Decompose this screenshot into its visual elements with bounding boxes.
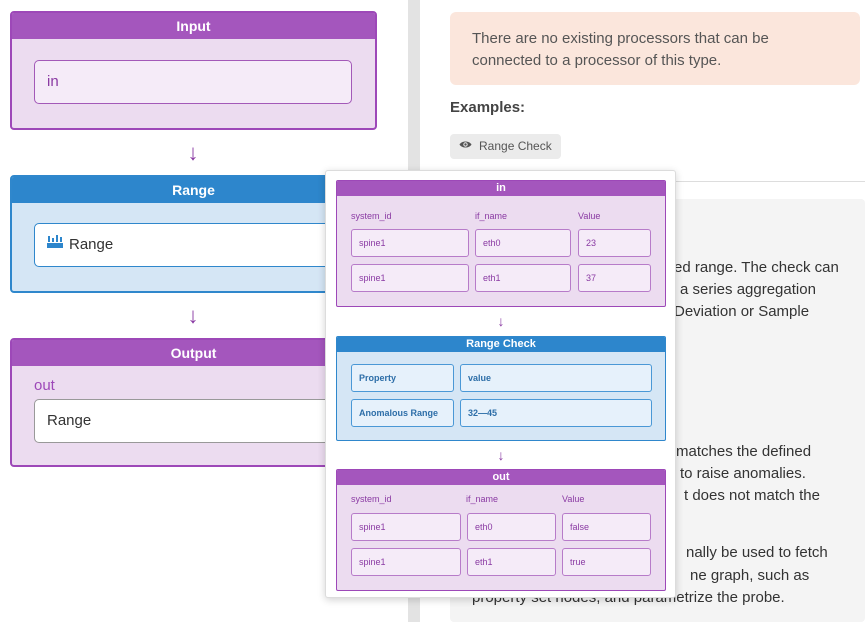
column-header: if_name [475, 211, 508, 221]
column-header: Value [578, 211, 601, 221]
input-stream-field[interactable]: in [34, 60, 352, 104]
preview-out-table: out system_id if_name Value spine1 eth0 … [336, 469, 666, 591]
column-header: Value [562, 494, 585, 504]
preview-in-title: in [337, 181, 665, 196]
description-line: to raise anomalies. [680, 465, 806, 482]
table-cell: eth0 [467, 513, 556, 541]
preview-out-title: out [337, 470, 665, 485]
preview-range-check: Range Check Property value Anomalous Ran… [336, 336, 666, 441]
column-header: system_id [351, 211, 392, 221]
example-preview-popover: in system_id if_name Value spine1 eth0 2… [325, 170, 676, 598]
input-node[interactable]: Input in [10, 11, 377, 130]
notice-line: connected to a processor of this type. [472, 52, 722, 69]
description-line: t does not match the [684, 487, 820, 504]
table-cell: spine1 [351, 229, 469, 257]
property-label: Property [351, 364, 454, 392]
table-cell: eth0 [475, 229, 571, 257]
range-bars-icon [47, 223, 63, 265]
range-processor-label: Range [69, 236, 114, 253]
no-processors-notice: There are no existing processors that ca… [450, 12, 860, 85]
table-cell: 37 [578, 264, 651, 292]
anomalous-range-label: Anomalous Range [351, 399, 454, 427]
arrow-down-icon: ↓ [187, 140, 199, 165]
arrow-down-icon: ↓ [187, 303, 199, 328]
preview-in-table: in system_id if_name Value spine1 eth0 2… [336, 180, 666, 307]
output-stream-field[interactable]: Range [34, 399, 334, 443]
table-cell: spine1 [351, 513, 461, 541]
example-chip-label: Range Check [479, 139, 552, 153]
description-line: a series aggregation [680, 281, 816, 298]
range-node[interactable]: Range Range [10, 175, 377, 293]
property-value: value [460, 364, 652, 392]
notice-line: There are no existing processors that ca… [472, 30, 769, 47]
column-header: system_id [351, 494, 392, 504]
range-node-title: Range [12, 177, 375, 203]
anomalous-range-value: 32—45 [460, 399, 652, 427]
column-header: if_name [466, 494, 499, 504]
description-line: ed range. The check can [674, 259, 839, 276]
example-range-check-button[interactable]: Range Check [450, 134, 561, 159]
description-line: ne graph, such as [690, 567, 810, 584]
table-cell: spine1 [351, 264, 469, 292]
arrow-down-icon: ↓ [497, 447, 505, 463]
output-node-title: Output [12, 340, 375, 366]
range-processor-field[interactable]: Range [34, 223, 334, 267]
description-line: Deviation or Sample [674, 303, 810, 320]
eye-icon [459, 133, 472, 158]
output-node[interactable]: Output out Range [10, 338, 377, 467]
description-line: nally be used to fetch [686, 544, 828, 561]
table-cell: eth1 [475, 264, 571, 292]
examples-label: Examples: [450, 99, 526, 116]
table-cell: false [562, 513, 651, 541]
output-stream-label: out [34, 377, 55, 394]
table-cell: eth1 [467, 548, 556, 576]
table-cell: spine1 [351, 548, 461, 576]
table-cell: true [562, 548, 651, 576]
input-node-title: Input [12, 13, 375, 39]
description-line: matches the defined [676, 443, 812, 460]
table-cell: 23 [578, 229, 651, 257]
preview-range-check-title: Range Check [337, 337, 665, 352]
arrow-down-icon: ↓ [497, 313, 505, 329]
